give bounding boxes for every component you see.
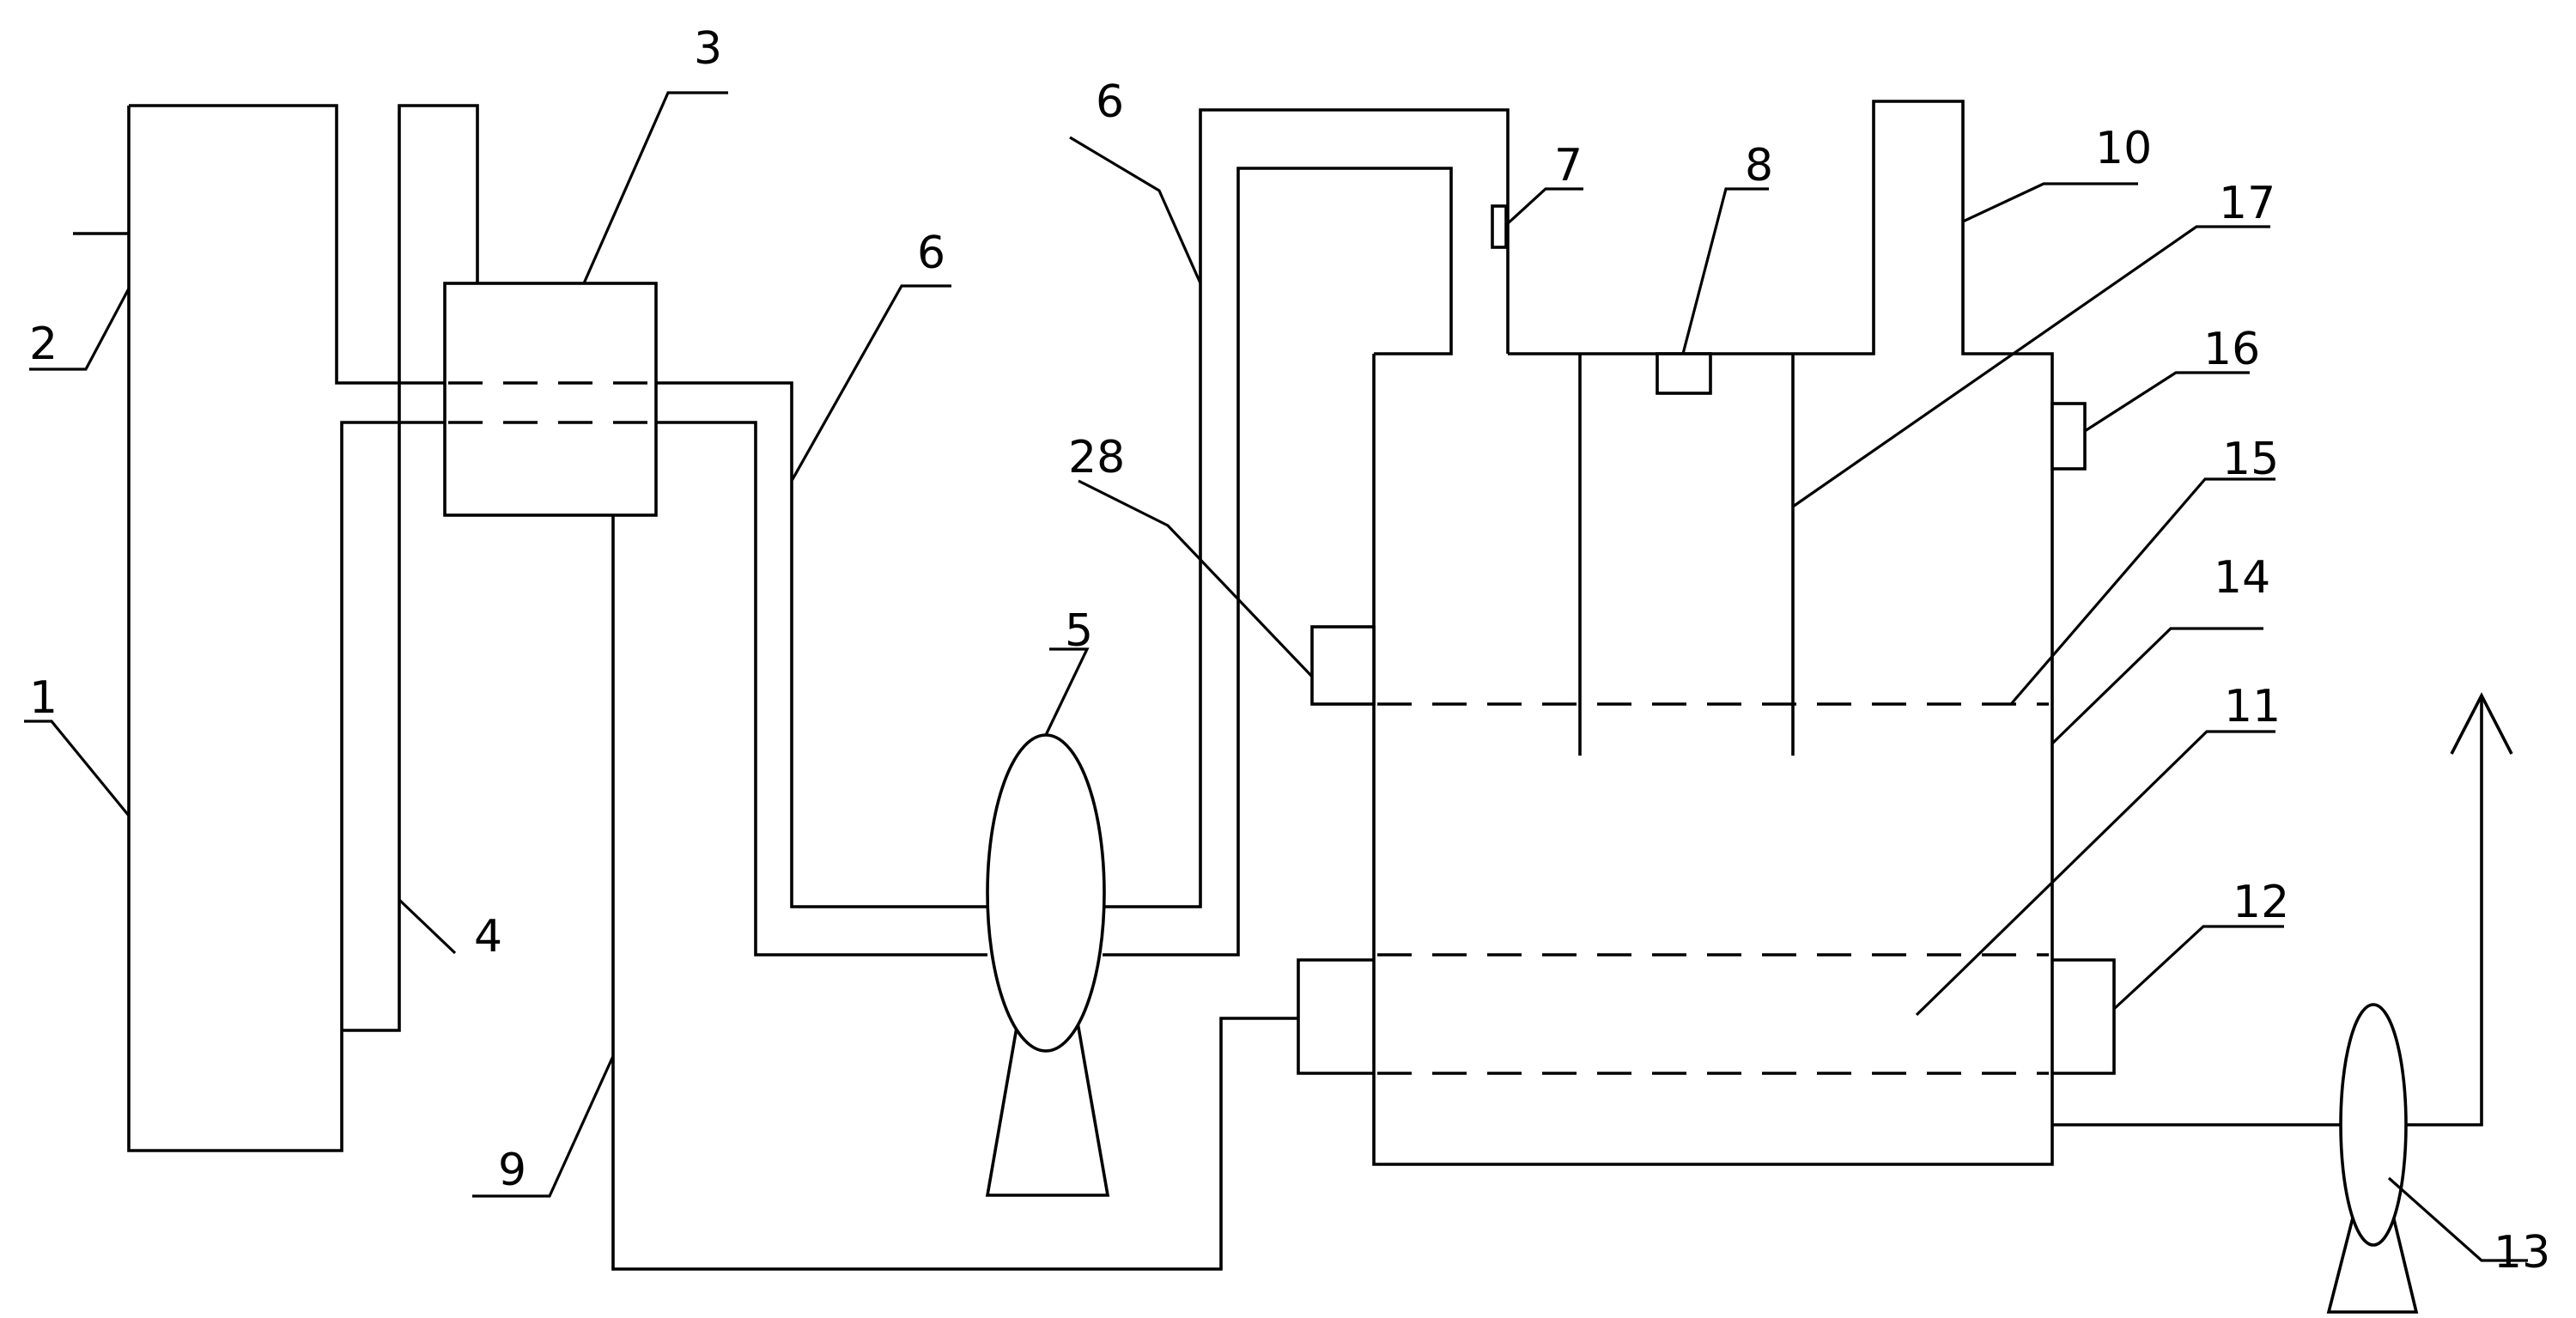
- labels: 1 2 3 4 5 6 6 7 8 9 10 11 12 13 14 15 16…: [29, 23, 2550, 1279]
- label-14: 14: [2214, 552, 2270, 604]
- fitting-16: [2050, 402, 2087, 471]
- label-13: 13: [2494, 1227, 2550, 1279]
- pump-5: [985, 733, 1110, 1197]
- label-7: 7: [1554, 140, 1583, 191]
- pipe-6-upper: [1103, 108, 1510, 957]
- label-10: 10: [2095, 123, 2152, 174]
- label-9: 9: [498, 1145, 526, 1196]
- pipe-6-lower: [656, 381, 987, 957]
- fitting-28: [1310, 625, 1376, 706]
- label-28: 28: [1068, 432, 1125, 483]
- label-6-upper: 6: [1096, 76, 1124, 128]
- fitting-8: [1656, 352, 1712, 395]
- label-3: 3: [694, 23, 722, 75]
- label-16: 16: [2203, 324, 2260, 375]
- column-1: [73, 104, 445, 1152]
- outlet-line: [2052, 692, 2513, 1127]
- label-2: 2: [29, 319, 58, 370]
- label-11: 11: [2224, 681, 2281, 732]
- pipe-4: [340, 104, 479, 1032]
- label-5: 5: [1065, 605, 1093, 657]
- label-1: 1: [29, 672, 58, 724]
- pipe-9: [611, 515, 1298, 1271]
- pump-13: [2326, 1003, 2419, 1314]
- label-8: 8: [1745, 140, 1773, 191]
- label-4: 4: [474, 911, 502, 963]
- label-6-lower: 6: [917, 228, 945, 279]
- exchanger-3: [443, 282, 658, 517]
- fitting-7: [1491, 204, 1508, 249]
- reactor-14: [1372, 100, 2054, 1166]
- label-15: 15: [2222, 434, 2279, 485]
- aerator-12: [1297, 958, 2116, 1075]
- leader-lines: [24, 91, 2528, 1262]
- label-12: 12: [2233, 877, 2289, 928]
- label-17: 17: [2219, 178, 2275, 229]
